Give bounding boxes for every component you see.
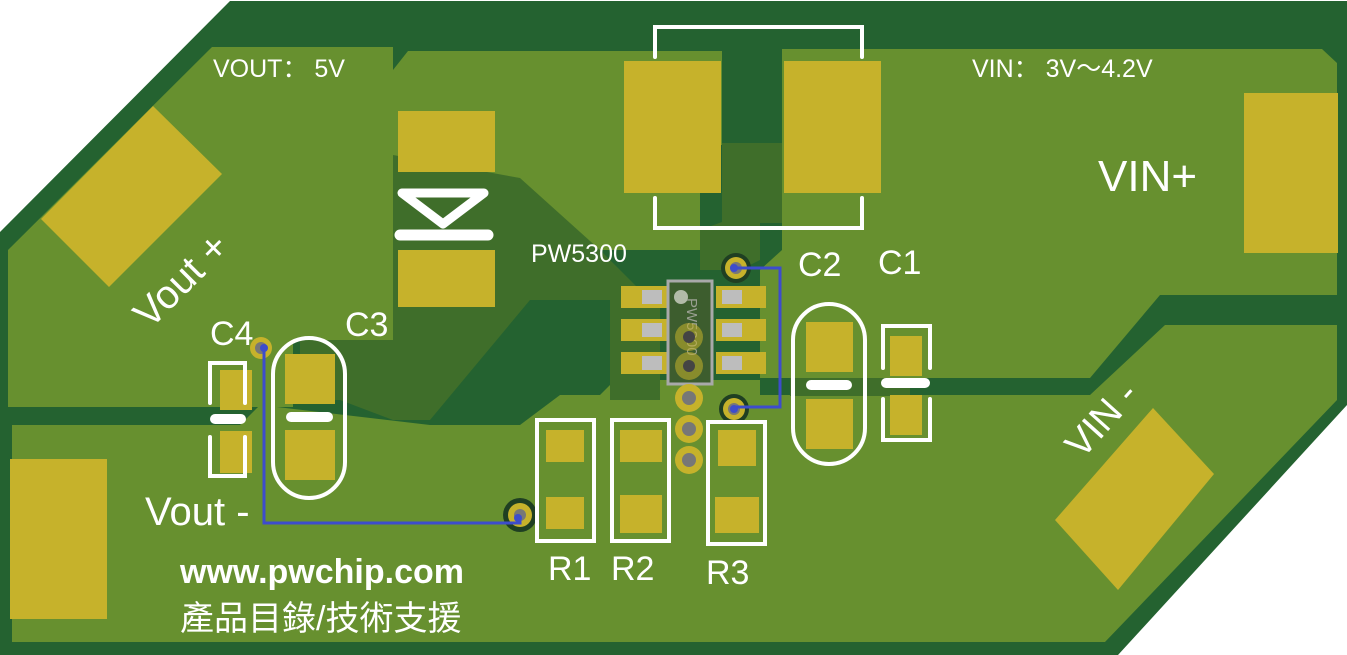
designator-r3: R3 bbox=[706, 554, 749, 592]
ic-pin-4 bbox=[722, 356, 742, 370]
designator-c2: C2 bbox=[798, 246, 841, 284]
designator-c1: C1 bbox=[878, 244, 921, 282]
header-pin-1-hole bbox=[682, 391, 696, 405]
header-pin-2-hole bbox=[682, 422, 696, 436]
copper-trace-inductor-gap bbox=[722, 143, 782, 223]
r1-pad-bottom[interactable] bbox=[546, 497, 584, 529]
inductor-pad-left[interactable] bbox=[624, 61, 721, 193]
designator-r1: R1 bbox=[548, 550, 591, 588]
c4-outline-bottom bbox=[208, 435, 247, 478]
via-1-hole bbox=[683, 331, 695, 343]
r3-pad-bottom[interactable] bbox=[715, 497, 759, 533]
vin-plus-pad[interactable] bbox=[1244, 93, 1338, 253]
c3-pad-bottom[interactable] bbox=[285, 430, 335, 480]
r1-pad-top[interactable] bbox=[546, 430, 584, 462]
diode-pad-anode[interactable] bbox=[398, 111, 495, 172]
trace-node-c2-top bbox=[730, 264, 738, 272]
c3-outline bbox=[271, 336, 347, 500]
ic-name-label: PW5300 bbox=[531, 240, 627, 268]
bottom-trace-c2 bbox=[734, 266, 782, 409]
ic-pin-6 bbox=[722, 290, 742, 304]
inductor-outline-bottom bbox=[653, 196, 864, 230]
ic-pin-1 bbox=[642, 290, 662, 304]
c4-pad-bottom[interactable] bbox=[220, 431, 252, 473]
vias bbox=[250, 253, 751, 532]
c3-pad-top[interactable] bbox=[285, 354, 335, 404]
c1-pad-top[interactable] bbox=[890, 336, 922, 376]
ic-pin1-dot bbox=[674, 290, 688, 304]
trace-node-c4 bbox=[260, 344, 268, 352]
inductor-outline-top bbox=[653, 25, 864, 59]
designator-c3: C3 bbox=[345, 306, 388, 344]
r3-pad-top[interactable] bbox=[718, 430, 756, 466]
c1-outline-top bbox=[881, 324, 932, 370]
c4-pad-top[interactable] bbox=[220, 370, 252, 410]
r3-outline bbox=[706, 420, 767, 546]
c2-outline bbox=[791, 302, 867, 466]
copper-pour-top-right bbox=[760, 49, 1337, 378]
header-pin-3-hole bbox=[682, 453, 696, 467]
c1-pad-bottom[interactable] bbox=[890, 395, 922, 435]
website-label[interactable]: www.pwchip.com bbox=[179, 553, 464, 591]
designator-c4: C4 bbox=[210, 315, 253, 353]
vin-minus-pad[interactable] bbox=[1055, 408, 1214, 590]
c2-pad-bottom[interactable] bbox=[806, 399, 853, 449]
r2-outline bbox=[610, 418, 671, 543]
diode-symbol bbox=[394, 188, 494, 241]
vout-minus-label: Vout - bbox=[145, 490, 250, 534]
diode-pad-cathode[interactable] bbox=[398, 250, 495, 307]
silkscreen bbox=[208, 25, 932, 546]
r1-outline bbox=[535, 418, 596, 543]
vout-spec-label: VOUT： 5V bbox=[213, 55, 345, 83]
trace-node-c2-bottom bbox=[730, 405, 738, 413]
via-2-hole bbox=[683, 360, 695, 372]
c1-outline-bottom bbox=[881, 397, 932, 442]
ic-pins bbox=[642, 290, 742, 370]
r2-pad-bottom[interactable] bbox=[620, 495, 662, 533]
inductor-pad-right[interactable] bbox=[784, 61, 881, 193]
vout-minus-pad[interactable] bbox=[10, 459, 107, 619]
ic-pin-2 bbox=[642, 323, 662, 337]
catalog-label: 產品目錄/技術支援 bbox=[180, 600, 461, 638]
diode-triangle-icon bbox=[397, 188, 489, 229]
vout-plus-pad[interactable] bbox=[41, 106, 222, 287]
vin-plus-label: VIN+ bbox=[1098, 152, 1197, 201]
copper-pour-bottom bbox=[12, 325, 1337, 642]
vin-spec-label: VIN： 3V～4.2V bbox=[972, 55, 1153, 83]
ic-pin-5 bbox=[722, 323, 742, 337]
c2-pad-top[interactable] bbox=[806, 322, 853, 372]
polarity-bars bbox=[210, 378, 930, 424]
designator-r2: R2 bbox=[611, 550, 654, 588]
r2-pad-top[interactable] bbox=[620, 430, 662, 462]
ic-pin-3 bbox=[642, 356, 662, 370]
trace-node-r1 bbox=[514, 514, 522, 522]
c4-outline-top bbox=[208, 361, 247, 405]
